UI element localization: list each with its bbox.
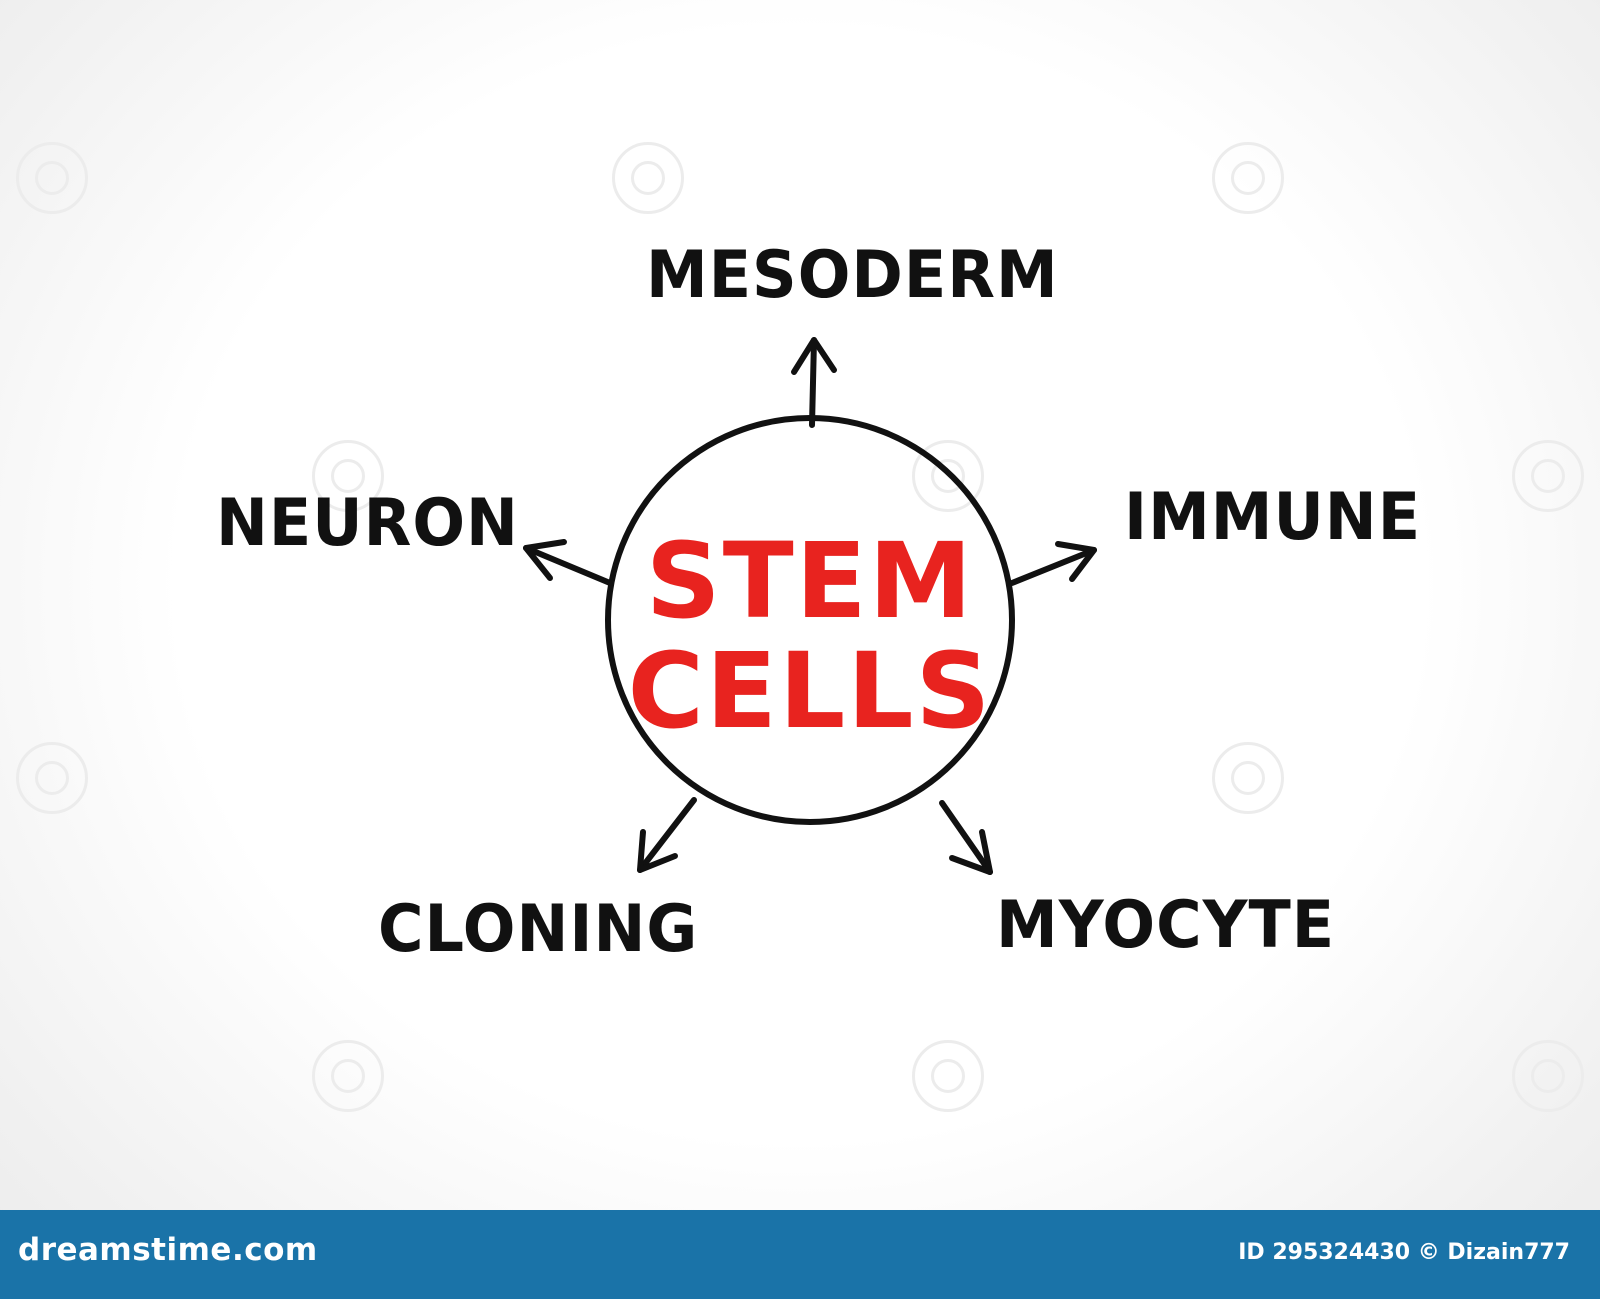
center-title-line1: STEM bbox=[645, 520, 975, 642]
watermark-spiral-icon bbox=[312, 440, 384, 512]
node-mesoderm: MESODERM bbox=[646, 236, 1059, 313]
footer-bar: dreamstime.com ID 295324430 © Dizain777 bbox=[0, 1210, 1600, 1299]
diagram-canvas: STEM CELLS MESODERM IMMUNE MYOCYTE CLONI… bbox=[16, 142, 1584, 1112]
diagram-shapes bbox=[523, 337, 1097, 875]
brand-logo[interactable]: dreamstime.com bbox=[18, 1232, 318, 1268]
center-title-line2: CELLS bbox=[627, 630, 993, 752]
watermark-spiral-icon bbox=[612, 142, 684, 214]
watermark-spiral-icon bbox=[16, 742, 88, 814]
watermark-spiral-icon bbox=[1512, 440, 1584, 512]
watermark-spiral-icon bbox=[1512, 1040, 1584, 1112]
arrow-to-myocyte bbox=[939, 800, 993, 875]
arrow-to-cloning bbox=[637, 797, 697, 873]
arrow-to-neuron bbox=[523, 539, 613, 586]
node-neuron: NEURON bbox=[216, 484, 519, 561]
watermark-spiral-icon bbox=[912, 1040, 984, 1112]
node-cloning: CLONING bbox=[378, 890, 699, 967]
watermark-spiral-icon bbox=[1212, 142, 1284, 214]
arrow-to-immune bbox=[1009, 541, 1097, 586]
watermark-spiral-icon bbox=[912, 440, 984, 512]
image-credit: ID 295324430 © Dizain777 bbox=[1238, 1240, 1570, 1265]
watermark-spiral-icon bbox=[312, 1040, 384, 1112]
arrow-to-mesoderm bbox=[791, 337, 837, 428]
node-myocyte: MYOCYTE bbox=[996, 886, 1336, 963]
node-immune: IMMUNE bbox=[1124, 478, 1422, 555]
watermark-spiral-icon bbox=[1212, 742, 1284, 814]
watermark-spiral-icon bbox=[16, 142, 88, 214]
